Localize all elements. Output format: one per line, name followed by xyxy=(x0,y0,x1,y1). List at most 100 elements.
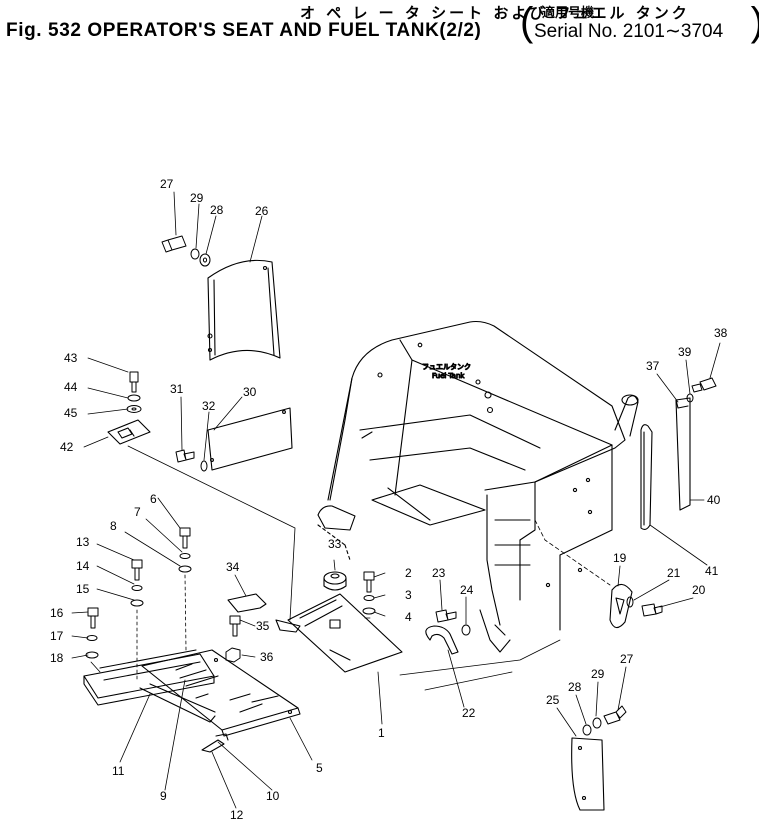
callout-31: 31 xyxy=(170,382,184,396)
filler-cap xyxy=(323,571,347,629)
serial-range: ( 適用号機 Serial No. 2101∼3704 ) xyxy=(520,0,759,44)
callout-3: 3 xyxy=(405,588,412,602)
bolt xyxy=(87,607,99,629)
callout-14: 14 xyxy=(76,559,90,573)
step-bracket xyxy=(227,593,267,613)
leader-lines xyxy=(71,191,721,809)
washer xyxy=(179,553,191,559)
callout-27-top: 27 xyxy=(160,177,174,191)
washer xyxy=(126,405,142,413)
side-cover xyxy=(207,259,281,361)
header: オ ペ レ ー タ シート および フュエル タンク Fig. 532 OPER… xyxy=(0,0,759,48)
nut xyxy=(225,647,241,663)
callout-37: 37 xyxy=(646,359,660,373)
callout-23: 23 xyxy=(432,566,446,580)
callout-11: 11 xyxy=(112,764,125,778)
callout-43: 43 xyxy=(64,351,78,365)
lower-cover xyxy=(571,737,605,811)
callout-42: 42 xyxy=(60,440,74,454)
bolt xyxy=(435,609,457,623)
callout-12: 12 xyxy=(230,808,244,821)
bolt xyxy=(175,449,195,463)
callout-30: 30 xyxy=(243,385,257,399)
tank-label-en: Fuel Tank xyxy=(432,372,465,380)
tank-label-jp: フュエルタンク xyxy=(422,362,471,371)
callout-22: 22 xyxy=(462,706,476,720)
bracket-plate xyxy=(107,419,151,445)
callout-6: 6 xyxy=(150,492,157,506)
callout-9: 9 xyxy=(160,789,167,803)
callout-7: 7 xyxy=(134,505,141,519)
callout-36: 36 xyxy=(260,650,274,664)
wing-bolt xyxy=(161,235,187,253)
callout-28-top: 28 xyxy=(210,203,224,217)
washer xyxy=(582,724,592,736)
callout-20: 20 xyxy=(692,583,706,597)
callout-28-bottom: 28 xyxy=(568,680,582,694)
floor-plate xyxy=(275,593,403,673)
bolt xyxy=(129,371,139,393)
washer xyxy=(202,257,208,263)
wing-bolt xyxy=(603,705,627,725)
callout-18: 18 xyxy=(50,651,64,665)
callout-13: 13 xyxy=(76,535,90,549)
callout-2: 2 xyxy=(405,566,412,580)
washer xyxy=(200,460,208,472)
cover-plate xyxy=(207,407,293,471)
callout-29-bottom: 29 xyxy=(591,667,605,681)
callout-33: 33 xyxy=(328,537,342,551)
figure-title: Fig. 532 OPERATOR'S SEAT AND FUEL TANK(2… xyxy=(6,20,482,41)
callout-8: 8 xyxy=(110,519,117,533)
base-plate-main xyxy=(141,649,301,737)
callout-44: 44 xyxy=(64,380,78,394)
washer xyxy=(127,394,141,402)
bolt xyxy=(229,615,241,637)
grab-handle xyxy=(640,424,653,530)
washer xyxy=(461,624,471,636)
callout-35: 35 xyxy=(256,619,270,633)
callout-10: 10 xyxy=(266,789,280,803)
callout-17: 17 xyxy=(50,629,64,643)
callout-27-bottom: 27 xyxy=(620,652,634,666)
callout-4: 4 xyxy=(405,610,412,624)
callout-41: 41 xyxy=(705,564,719,578)
callout-5: 5 xyxy=(316,761,323,775)
callout-29-top: 29 xyxy=(190,191,204,205)
callout-16: 16 xyxy=(50,606,64,620)
washer xyxy=(626,596,634,608)
serial-number: Serial No. 2101∼3704 xyxy=(534,21,724,42)
callout-21: 21 xyxy=(667,566,681,580)
paren-right: ) xyxy=(751,0,759,44)
washer xyxy=(362,607,376,615)
washer xyxy=(130,599,144,607)
callout-1: 1 xyxy=(378,726,385,740)
bolt xyxy=(363,571,375,593)
callout-39: 39 xyxy=(678,345,692,359)
base-plate-left xyxy=(83,649,216,723)
callout-32: 32 xyxy=(202,399,216,413)
callout-19: 19 xyxy=(613,551,627,565)
callout-26: 26 xyxy=(255,204,269,218)
drain-pipe xyxy=(425,625,459,655)
japanese-title: オ ペ レ ー タ シート および フュエル タンク xyxy=(300,4,690,22)
callout-24: 24 xyxy=(460,583,474,597)
callout-labels: 27 29 28 26 43 44 45 42 31 32 30 6 7 8 1… xyxy=(50,177,728,821)
washer xyxy=(190,248,200,260)
washer xyxy=(199,253,211,267)
latch-hook xyxy=(609,583,633,629)
paren-left: ( xyxy=(520,0,534,44)
bolt xyxy=(179,527,191,549)
callout-25: 25 xyxy=(546,693,560,707)
strap-bracket xyxy=(675,397,691,511)
washer xyxy=(86,635,98,641)
callout-40: 40 xyxy=(707,493,721,507)
bolt xyxy=(641,603,663,617)
washer xyxy=(363,595,375,601)
callout-45: 45 xyxy=(64,406,78,420)
bolt xyxy=(691,377,717,393)
bolt xyxy=(131,559,143,581)
callout-15: 15 xyxy=(76,582,90,596)
serial-japanese: 適用号機 xyxy=(542,6,595,21)
washer xyxy=(131,585,143,591)
